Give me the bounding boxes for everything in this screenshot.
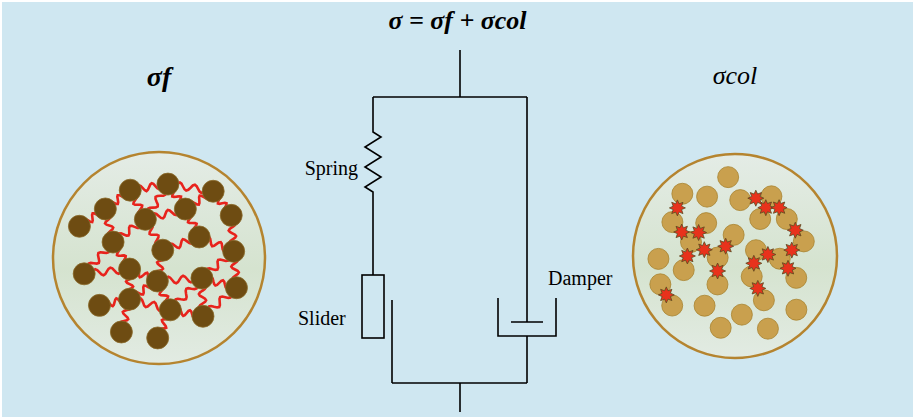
particle (694, 295, 715, 316)
particle (110, 321, 132, 343)
particle-illustration (48, 58, 270, 368)
particle-illustration (628, 58, 842, 368)
particle (147, 327, 169, 349)
collision-mark (674, 224, 690, 240)
particle (146, 270, 168, 292)
equation-title: σ = σf + σcol (0, 6, 915, 36)
collision-mark (718, 238, 734, 254)
colliding-particle-circle: σcol (628, 58, 842, 368)
particle (152, 239, 174, 261)
top-lead (459, 50, 461, 97)
particle (94, 198, 116, 220)
collision-mark (760, 247, 776, 263)
circle-outline (53, 152, 265, 364)
collision-mark (669, 200, 685, 216)
particle (68, 215, 90, 237)
spring-symbol (365, 97, 381, 275)
particle (88, 294, 110, 316)
top-bar (373, 96, 527, 98)
particle (202, 180, 224, 202)
particle (225, 277, 247, 299)
particle (157, 173, 179, 195)
particle (730, 190, 751, 211)
particle (648, 248, 669, 269)
bottom-lead (459, 383, 461, 412)
collision-mark (771, 200, 787, 216)
particle (159, 299, 181, 321)
collision-mark (750, 280, 766, 296)
equation-text: σ = σf + σcol (388, 6, 526, 36)
stress-symbol: σf (48, 58, 270, 94)
particle (174, 198, 196, 220)
particle (786, 299, 807, 320)
particle (673, 260, 694, 281)
particle (697, 186, 718, 207)
particle (223, 240, 245, 262)
particle (102, 231, 124, 253)
circle-outline (633, 154, 837, 358)
collision-mark (787, 222, 803, 238)
particle (710, 317, 731, 338)
collision-mark (679, 248, 695, 264)
collision-mark (748, 190, 764, 206)
particle (220, 204, 242, 226)
collision-mark (780, 260, 796, 276)
slider-rail (391, 300, 393, 383)
particle (119, 179, 141, 201)
collision-mark (784, 242, 800, 258)
damper-label: Damper (548, 267, 612, 290)
particle (191, 267, 213, 289)
stress-symbol: σcol (628, 58, 842, 91)
collision-mark (746, 255, 762, 271)
particle (672, 183, 693, 204)
particle (757, 318, 778, 339)
collision-mark (710, 263, 726, 279)
particle (718, 167, 739, 188)
damper-symbol (498, 298, 556, 336)
particle (192, 305, 214, 327)
particle (188, 226, 210, 248)
particle (134, 208, 156, 230)
damper-rod (511, 97, 543, 322)
bonded-particle-circle: σf (48, 58, 270, 368)
slider-label: Slider (298, 307, 346, 330)
particle (731, 304, 752, 325)
spring-label: Spring (305, 157, 358, 180)
collision-mark (658, 287, 674, 303)
slider-symbol (362, 275, 384, 338)
collision-mark (696, 242, 712, 258)
particle (73, 263, 95, 285)
damper-lead (526, 336, 528, 383)
particle (119, 258, 141, 280)
particle (119, 288, 141, 310)
collision-mark (691, 225, 707, 241)
